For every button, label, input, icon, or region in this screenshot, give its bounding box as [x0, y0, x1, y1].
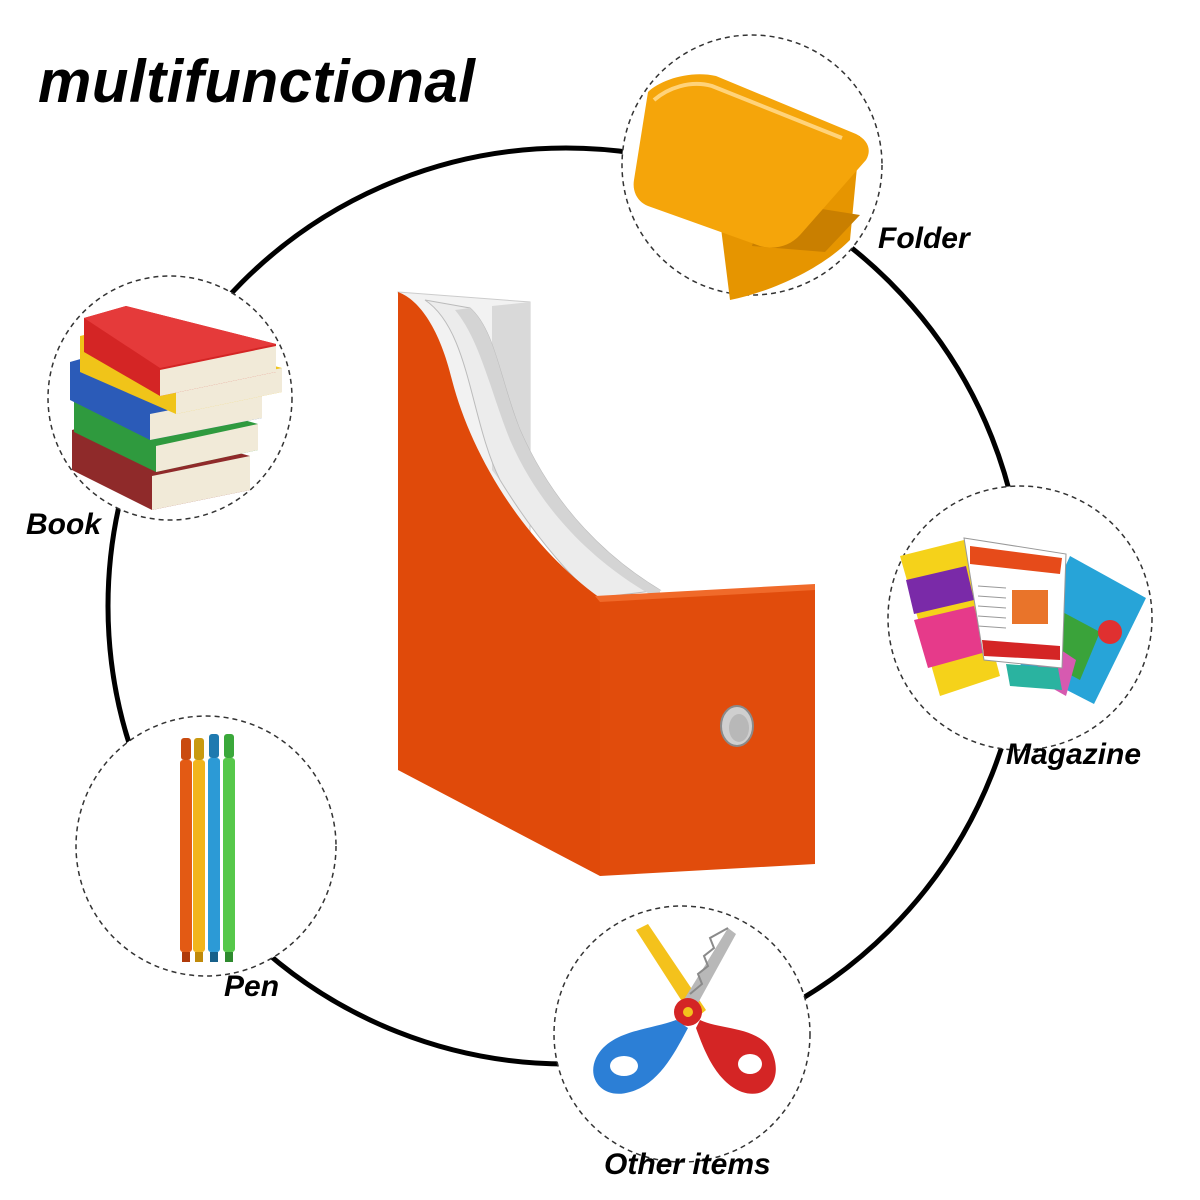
magazine-bubble	[887, 485, 1153, 751]
folder-label: Folder	[878, 222, 970, 255]
pen-yellow	[193, 738, 205, 962]
other-items-label: Other items	[604, 1148, 771, 1181]
book-label: Book	[26, 508, 101, 541]
magazine-label: Magazine	[1006, 738, 1142, 771]
pen-blue	[208, 734, 220, 962]
magazine-holder	[397, 291, 815, 876]
pens-icon	[180, 734, 235, 962]
pen-green	[223, 734, 235, 962]
pen-label: Pen	[224, 970, 280, 1003]
headline: multifunctional	[38, 48, 476, 115]
bubble-outlines	[47, 34, 1153, 1163]
magazines-icon	[900, 537, 1146, 704]
other-bubble	[553, 905, 811, 1163]
folder-icon	[633, 74, 869, 300]
scissors-icon	[593, 924, 776, 1094]
book-bubble	[47, 275, 293, 521]
pen-orange	[180, 738, 192, 962]
books-icon	[70, 306, 282, 510]
folder-bubble	[621, 34, 883, 296]
pen-bubble	[75, 715, 337, 977]
